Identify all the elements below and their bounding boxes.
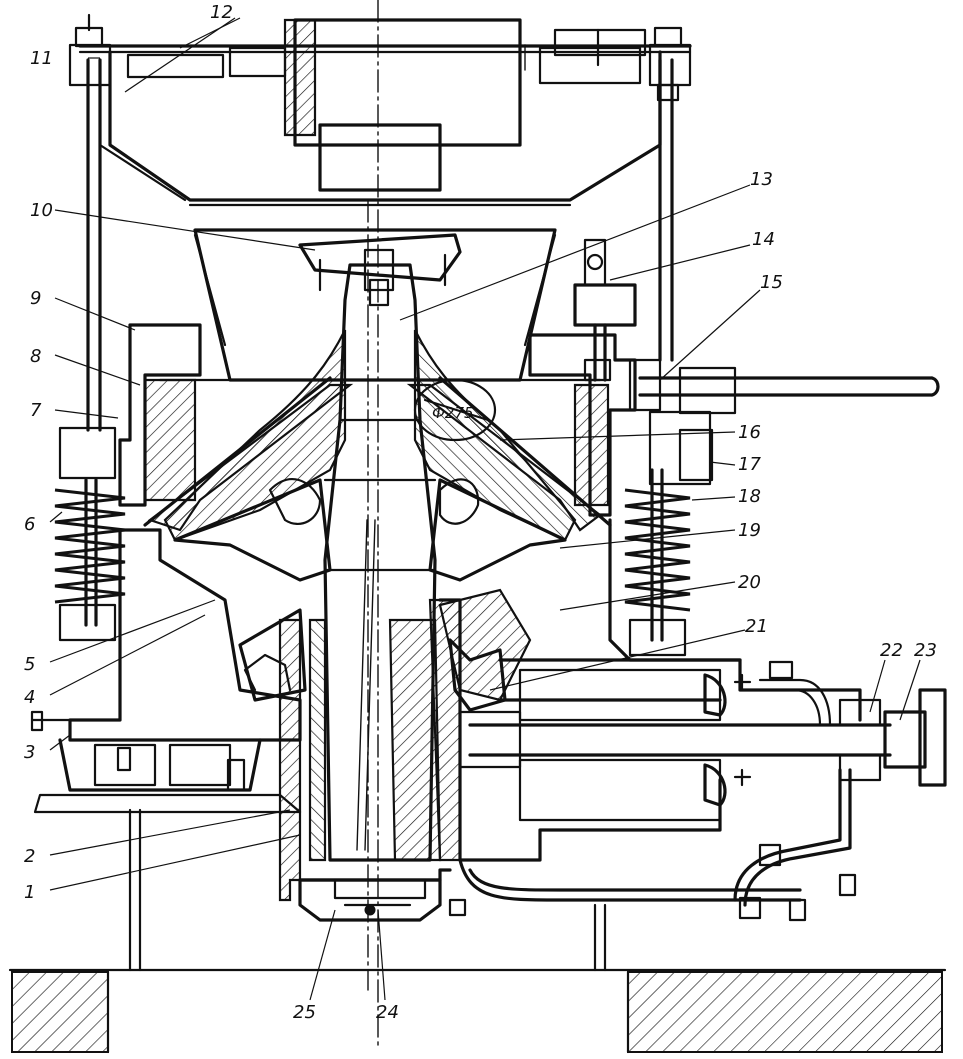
foundation [8, 793, 947, 1054]
step-bearing [298, 878, 442, 922]
callout-2: 2 [24, 846, 35, 867]
callout-22: 22 [880, 640, 903, 661]
countershaft [458, 668, 947, 822]
callout-20: 20 [738, 572, 761, 593]
callout-3: 3 [24, 742, 35, 763]
dimension-diameter: Ф275 [432, 404, 474, 422]
callout-13: 13 [750, 169, 773, 190]
callout-4: 4 [24, 687, 35, 708]
callout-5: 5 [24, 654, 35, 675]
main-shaft [323, 0, 437, 1046]
oil-piping [448, 660, 857, 922]
callout-1: 1 [24, 882, 35, 903]
callout-25: 25 [293, 1002, 316, 1023]
feed-hopper [78, 18, 692, 207]
eccentric-bushing [308, 598, 462, 862]
feed-plate [298, 233, 462, 307]
callout-24: 24 [376, 1002, 399, 1023]
callout-23: 23 [914, 640, 937, 661]
callout-15: 15 [760, 272, 783, 293]
callout-14: 14 [752, 229, 775, 250]
bevel-gear [238, 588, 532, 712]
callout-18: 18 [738, 486, 761, 507]
locking-cylinder [573, 238, 637, 382]
crushing-head [163, 329, 577, 582]
leader-lines [49, 17, 921, 1001]
callout-10: 10 [30, 200, 53, 221]
callout-labels: 1 2 3 4 5 6 7 8 9 10 11 12 13 14 15 16 1… [24, 2, 937, 1023]
callout-9: 9 [30, 288, 41, 309]
callout-16: 16 [738, 422, 761, 443]
callout-7: 7 [30, 400, 42, 421]
tie-rods [68, 13, 692, 432]
callout-19: 19 [738, 520, 761, 541]
callout-12: 12 [210, 2, 233, 23]
callout-11: 11 [30, 48, 53, 69]
callout-17: 17 [738, 454, 761, 475]
callout-8: 8 [30, 346, 41, 367]
release-springs [54, 426, 691, 657]
callout-6: 6 [24, 514, 35, 535]
callout-21: 21 [745, 616, 768, 637]
adjustment-rod [628, 358, 940, 486]
